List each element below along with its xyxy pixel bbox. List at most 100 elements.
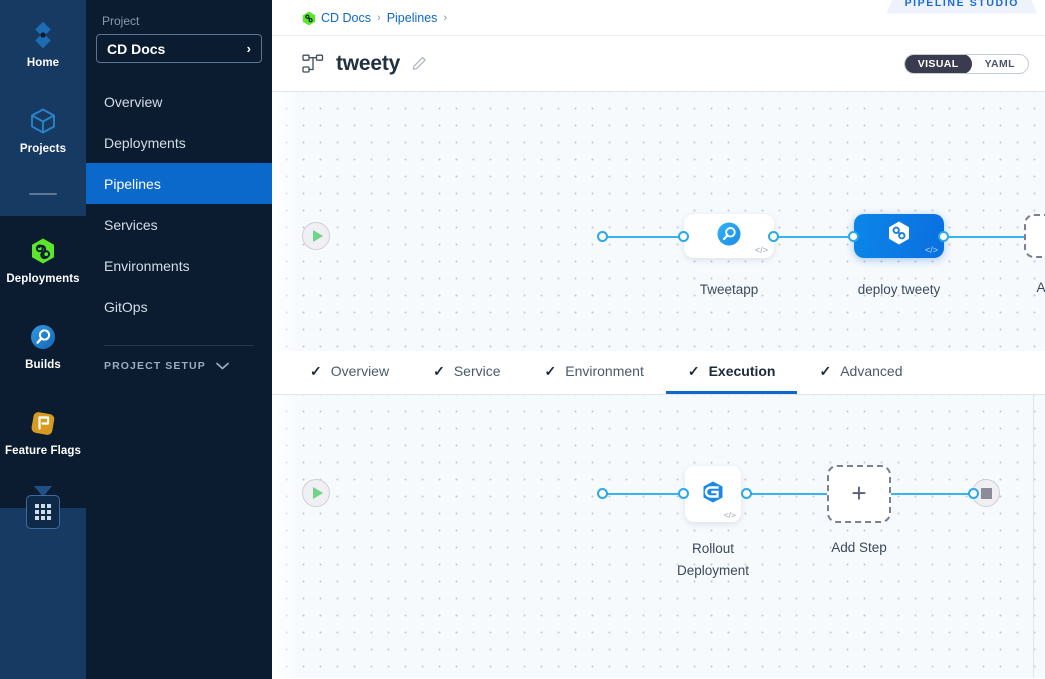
sidebar-item-pipelines[interactable]: Pipelines [86, 163, 272, 204]
page-title: tweety [336, 51, 401, 75]
edge-rollout-to-addstep [742, 493, 827, 495]
tab-execution[interactable]: ✓ Execution [665, 351, 798, 394]
stage-node-deploy-tweety[interactable]: </> [854, 214, 944, 258]
tab-environment[interactable]: ✓ Environment [523, 351, 666, 394]
port-tweetapp-in[interactable] [678, 231, 689, 242]
canvas-vertical-rule [1033, 395, 1034, 678]
stage-label-deploy-tweety: deploy tweety [857, 282, 941, 297]
add-step-button[interactable]: + [827, 465, 891, 523]
toggle-yaml[interactable]: YAML [984, 57, 1015, 70]
toggle-visual[interactable]: VISUAL [904, 54, 972, 73]
builds-circle-icon [26, 320, 60, 354]
sidebar-item-label: Deployments [104, 134, 186, 151]
project-selector-name: CD Docs [107, 40, 166, 57]
start-play-node[interactable] [302, 222, 330, 250]
sidebar-nav-list: Overview Deployments Pipelines Services … [86, 81, 272, 327]
harness-service-icon [715, 220, 743, 253]
sidebar-item-services[interactable]: Services [86, 204, 272, 245]
port-rollout-in[interactable] [678, 488, 689, 499]
code-icon: </> [754, 245, 768, 255]
rollout-deployment-icon [700, 479, 726, 510]
project-setup-toggle[interactable]: PROJECT SETUP [86, 346, 272, 372]
tab-label: Service [453, 363, 501, 379]
deployments-hexagon-icon [26, 234, 60, 268]
rail-item-feature-flags[interactable]: Feature Flags [0, 388, 86, 474]
rail-item-projects[interactable]: Projects [0, 86, 86, 172]
port-rollout-out[interactable] [741, 488, 752, 499]
check-icon: ✓ [310, 362, 322, 379]
stage-node-layer: </> Tweetapp </> [272, 92, 1045, 351]
check-icon: ✓ [433, 362, 445, 379]
sidebar-item-deployments[interactable]: Deployments [86, 122, 272, 163]
step-node-rollout-deployment[interactable]: </> [685, 466, 741, 522]
project-sidebar: Project CD Docs › Overview Deployments P… [86, 0, 272, 679]
play-icon [312, 230, 323, 242]
step-node-layer: </> Rollout Deployment + Add Step [272, 395, 1045, 678]
sidebar-item-label: GitOps [104, 298, 148, 315]
rail-item-label: Projects [19, 142, 67, 155]
check-icon: ✓ [819, 362, 832, 379]
add-stage-label: Add Stage [1036, 280, 1045, 295]
sidebar-item-label: Environments [104, 257, 190, 274]
edge-deploy-to-addstage [937, 236, 1029, 238]
stage-canvas[interactable]: </> Tweetapp </> [272, 92, 1045, 351]
project-selector[interactable]: CD Docs › [96, 34, 262, 63]
harness-module-icon [302, 11, 316, 25]
cube-icon [26, 104, 60, 138]
check-icon: ✓ [687, 362, 700, 379]
pipeline-studio-badge-wrap: PIPELINE STUDIO [887, 0, 1037, 14]
pencil-icon[interactable] [412, 56, 427, 71]
tab-overview[interactable]: ✓ Overview [288, 351, 411, 394]
sidebar-item-gitops[interactable]: GitOps [86, 286, 272, 327]
port-tweetapp-out[interactable] [768, 231, 779, 242]
execution-step-canvas[interactable]: </> Rollout Deployment + Add Step [272, 395, 1045, 678]
code-icon: </> [723, 510, 736, 520]
app-grid-icon[interactable] [26, 495, 60, 529]
breadcrumb-separator: › [377, 11, 381, 24]
pipeline-title-bar: tweety VISUAL YAML [272, 36, 1045, 92]
rail-item-home[interactable]: Home [0, 0, 86, 86]
stage-label-tweetapp: Tweetapp [699, 282, 759, 297]
rail-item-builds[interactable]: Builds [0, 302, 86, 388]
port-end-in[interactable] [968, 488, 979, 499]
edge-tweetapp-to-deploy [769, 236, 859, 238]
sidebar-item-overview[interactable]: Overview [86, 81, 272, 122]
rail-item-label: Deployments [6, 272, 80, 285]
sidebar-item-environments[interactable]: Environments [86, 245, 272, 286]
stop-icon [980, 487, 992, 499]
project-setup-label: PROJECT SETUP [104, 360, 206, 372]
sidebar-item-label: Services [104, 216, 158, 233]
port-deploy-in[interactable] [848, 231, 859, 242]
port-start-out[interactable] [597, 231, 608, 242]
step-label-rollout-deployment: Rollout Deployment [658, 538, 768, 581]
end-stop-node[interactable] [972, 479, 1000, 507]
view-mode-toggle[interactable]: VISUAL YAML [903, 53, 1029, 74]
sidebar-divider [104, 345, 254, 346]
tab-service[interactable]: ✓ Service [411, 351, 522, 394]
port-start-out[interactable] [597, 488, 608, 499]
rail-item-label: Feature Flags [4, 444, 82, 457]
code-icon: </> [924, 245, 938, 255]
tab-label: Environment [565, 363, 644, 379]
rail-item-label: Home [26, 56, 60, 69]
stage-node-tweetapp[interactable]: </> [684, 214, 774, 258]
breadcrumb-link-pipelines[interactable]: Pipelines [386, 10, 438, 25]
stage-config-tabs: ✓ Overview ✓ Service ✓ Environment ✓ Exe… [272, 351, 1045, 395]
primary-nav-rail: Home Projects [0, 0, 86, 679]
harness-deploy-icon [885, 219, 913, 254]
tab-label: Advanced [840, 363, 903, 379]
pipeline-title-group: tweety [302, 52, 427, 76]
breadcrumb-link-cd-docs[interactable]: CD Docs [321, 10, 372, 25]
tab-label: Execution [708, 363, 776, 379]
edge-start-to-rollout [602, 493, 694, 495]
rail-expand-chevron-down-icon[interactable] [0, 474, 86, 508]
step-label-line2: Deployment [676, 562, 750, 578]
add-stage-button[interactable]: + [1024, 214, 1045, 258]
tab-advanced[interactable]: ✓ Advanced [797, 351, 924, 394]
rail-item-deployments[interactable]: Deployments [0, 216, 86, 302]
plus-icon: + [851, 477, 867, 508]
start-play-node[interactable] [302, 479, 330, 507]
port-deploy-out[interactable] [938, 231, 949, 242]
main-content: PIPELINE STUDIO CD Docs › Pipelines › [272, 0, 1045, 679]
sidebar-item-label: Pipelines [104, 175, 161, 192]
